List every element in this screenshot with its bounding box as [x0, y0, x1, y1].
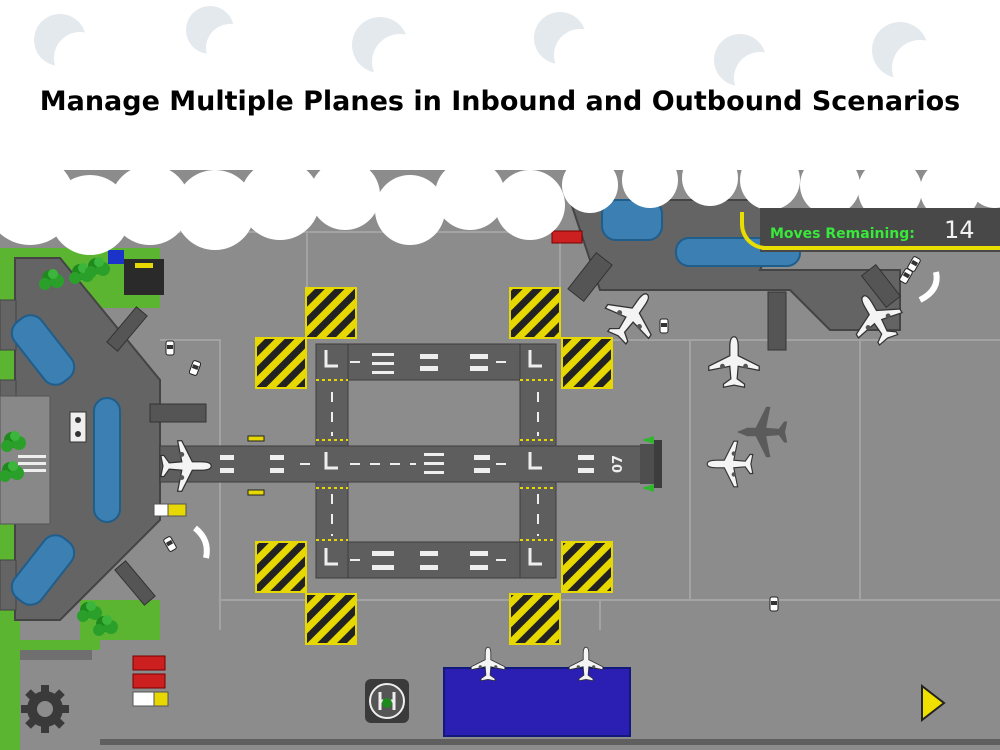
- helipad-icon: [365, 679, 409, 723]
- promo-headline: Manage Multiple Planes in Inbound and Ou…: [39, 86, 961, 117]
- moves-remaining-label: Moves Remaining:: [770, 226, 915, 242]
- gear-icon: [21, 685, 69, 733]
- moves-remaining-value: 14: [944, 216, 975, 244]
- play-button[interactable]: [920, 683, 946, 723]
- runway-number: 07: [611, 455, 626, 473]
- moves-remaining-panel: Moves Remaining: 14: [740, 212, 1000, 250]
- settings-button[interactable]: [18, 682, 72, 736]
- helipad-button[interactable]: [362, 676, 412, 726]
- play-triangle-icon: [921, 683, 946, 723]
- hud-border-line: [762, 246, 1000, 250]
